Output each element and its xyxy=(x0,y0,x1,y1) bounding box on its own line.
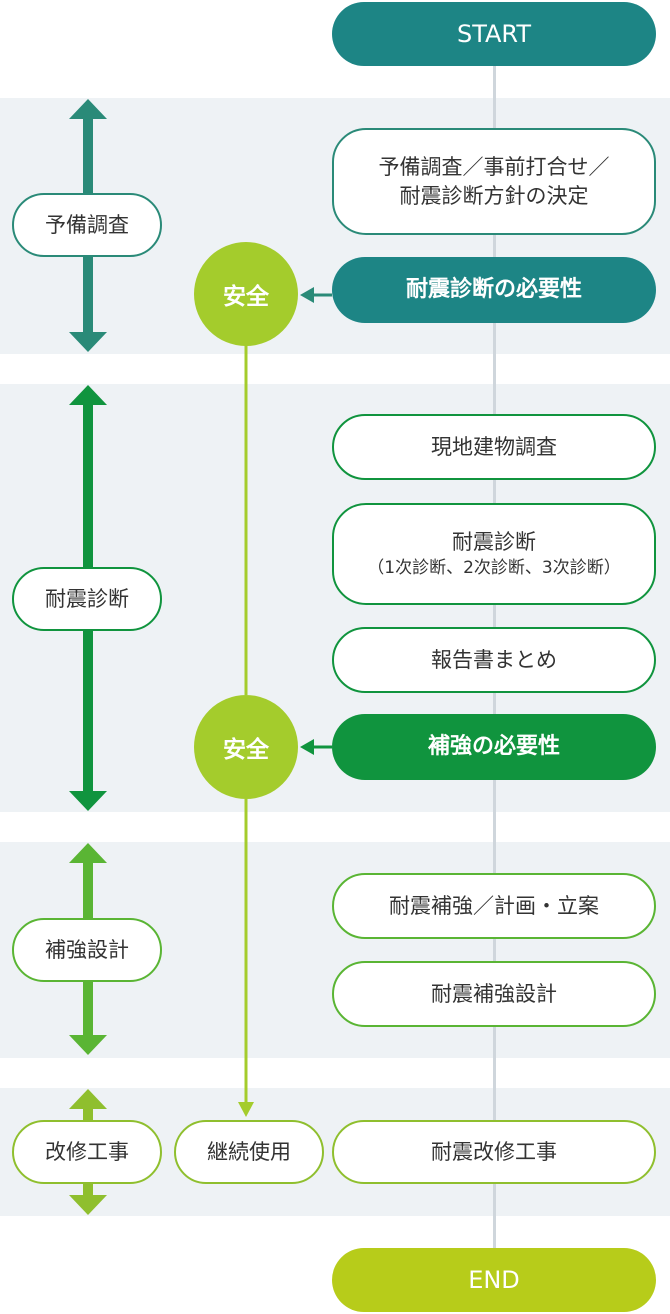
start-terminal: START xyxy=(332,2,656,66)
step-preliminary-line1: 予備調査／事前打合せ／ xyxy=(378,155,610,180)
safe-circle-2: 安全 xyxy=(194,695,298,799)
phase-label-construction: 改修工事 xyxy=(12,1120,162,1184)
phase-label-preliminary: 予備調査 xyxy=(12,193,162,257)
end-label: END xyxy=(468,1265,520,1294)
safe-circle-1: 安全 xyxy=(194,242,298,346)
step-renovation: 耐震改修工事 xyxy=(332,1120,656,1184)
safe-arrow-2 xyxy=(300,739,332,755)
step-diagnosis-sub: （1次診断、2次診断、3次診断） xyxy=(367,557,621,578)
continue-use-line xyxy=(238,345,254,1117)
step-diagnosis-title: 耐震診断 xyxy=(452,530,536,555)
phase-label-diagnosis: 耐震診断 xyxy=(12,567,162,631)
phase-label-design: 補強設計 xyxy=(12,918,162,982)
step-reinforce-plan: 耐震補強／計画・立案 xyxy=(332,873,656,939)
decision-need-diagnosis: 耐震診断の必要性 xyxy=(332,257,656,323)
step-report: 報告書まとめ xyxy=(332,627,656,693)
step-reinforce-design: 耐震補強設計 xyxy=(332,961,656,1027)
continue-use-box: 継続使用 xyxy=(174,1120,324,1184)
step-preliminary: 予備調査／事前打合せ／ 耐震診断方針の決定 xyxy=(332,128,656,235)
safe-arrow-1 xyxy=(300,287,332,303)
step-diagnosis: 耐震診断 （1次診断、2次診断、3次診断） xyxy=(332,503,656,605)
start-label: START xyxy=(456,19,532,48)
decision-need-reinforce: 補強の必要性 xyxy=(332,714,656,780)
step-preliminary-line2: 耐震診断方針の決定 xyxy=(399,183,589,208)
step-site-survey: 現地建物調査 xyxy=(332,414,656,480)
end-terminal: END xyxy=(332,1248,656,1312)
